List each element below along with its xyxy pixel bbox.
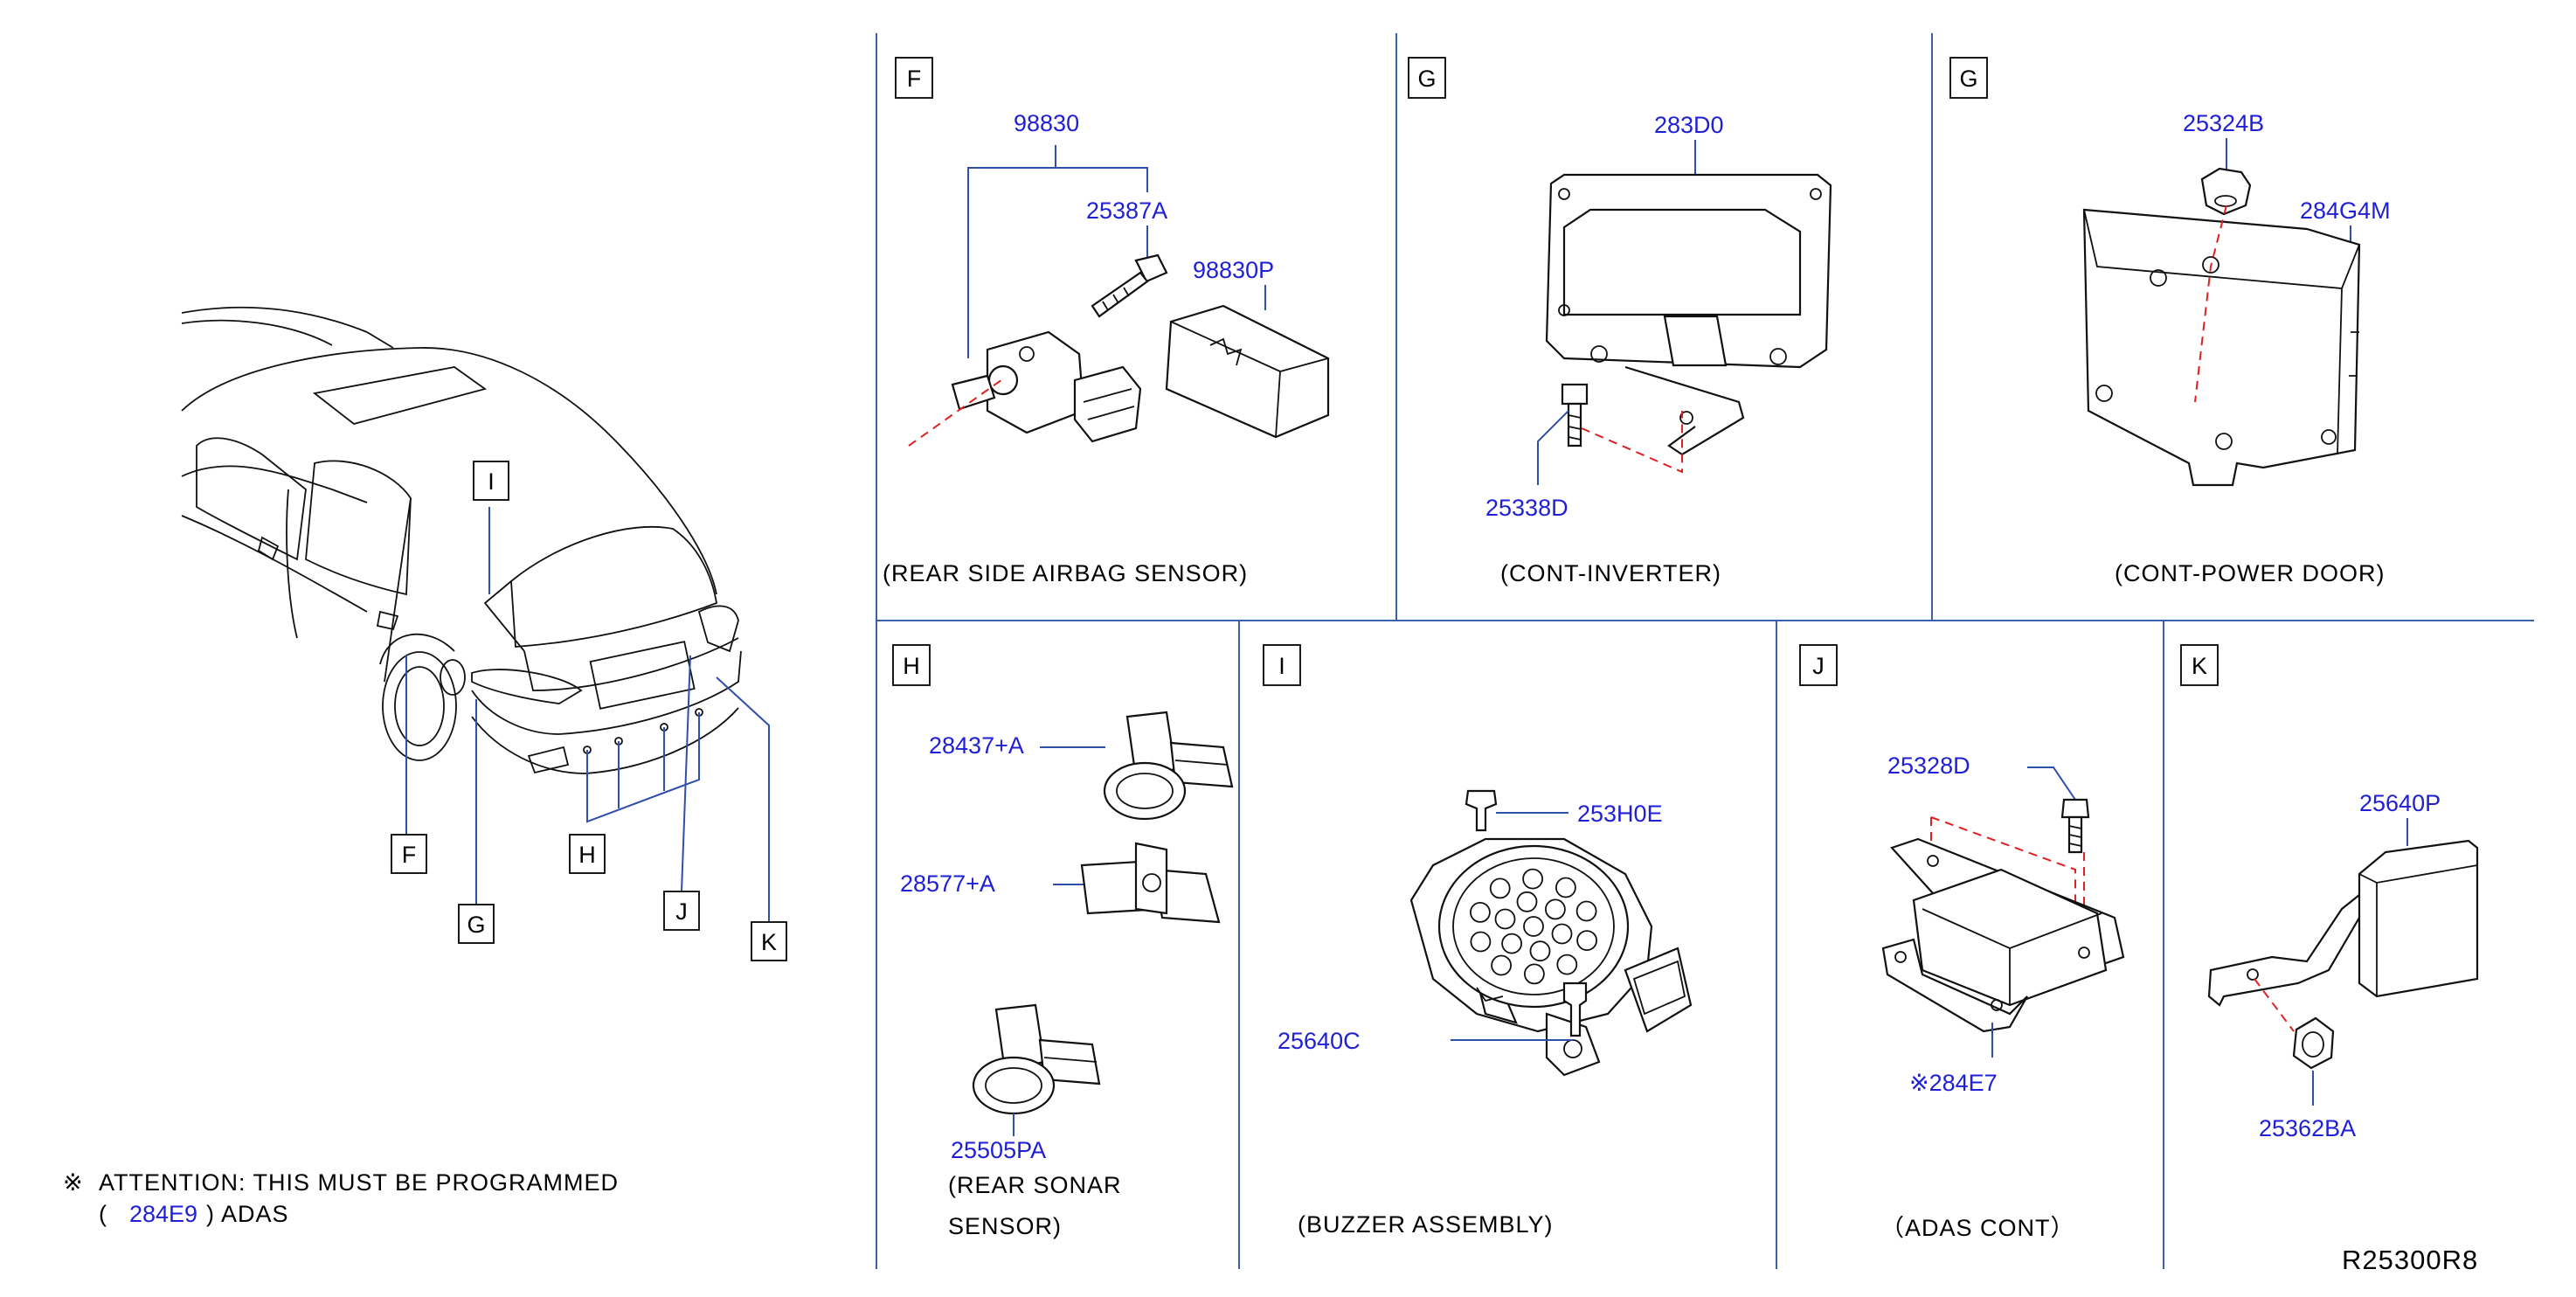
airbag-sensor-icon — [951, 330, 1142, 443]
panel-I-caption: (BUZZER ASSEMBLY) — [1298, 1211, 1554, 1238]
attention-mark: ※ — [63, 1169, 84, 1196]
part-98830P[interactable]: 98830P — [1193, 257, 1274, 283]
panel-F-letter: F — [907, 66, 922, 92]
attention-open: ( — [99, 1201, 107, 1227]
callout-J[interactable]: J — [663, 891, 700, 931]
attention-close: ) ADAS — [206, 1201, 289, 1227]
panel-G2: G 25324B 284G4M (CONT-POWER DOOR) — [1949, 57, 2391, 586]
grille-hole — [1522, 868, 1543, 890]
panel-H: H 28437+A 28577+A 25505PA (REAR SONA — [892, 644, 1234, 1239]
part-25387A[interactable]: 25387A — [1086, 198, 1167, 224]
grille-hole — [1524, 963, 1545, 985]
grille-hole — [1529, 940, 1551, 962]
panel-G1-caption: (CONT-INVERTER) — [1500, 560, 1721, 586]
power-door-module-icon — [2082, 208, 2361, 487]
grille-hole — [1489, 877, 1511, 899]
bolt-icon — [2060, 798, 2090, 854]
callout-H[interactable]: H — [569, 834, 606, 874]
svg-text:K: K — [761, 929, 777, 955]
sonar-sensor-icon — [972, 1003, 1101, 1115]
svg-text:G: G — [467, 912, 485, 938]
diagram-id: R25300R8 — [2342, 1245, 2478, 1275]
attention-line1: ATTENTION: THIS MUST BE PROGRAMMED — [99, 1169, 619, 1196]
grille-hole — [1576, 930, 1597, 951]
grille-hole — [1516, 891, 1538, 912]
callout-G[interactable]: G — [458, 904, 495, 944]
grille-hole — [1470, 931, 1492, 953]
inverter-module-icon — [1545, 173, 1832, 456]
part-25362BA[interactable]: 25362BA — [2259, 1115, 2356, 1141]
grille-hole — [1575, 900, 1597, 922]
grille-hole — [1523, 916, 1544, 937]
sonar-bracket-icon — [1080, 842, 1221, 924]
part-253H0E[interactable]: 253H0E — [1577, 801, 1663, 827]
callout-I[interactable]: I — [473, 461, 509, 501]
sonar-sensor-icon — [1103, 711, 1234, 821]
panel-grid — [876, 33, 2534, 1269]
part-25640P[interactable]: 25640P — [2359, 790, 2441, 816]
grille-hole — [1556, 954, 1578, 975]
panel-F-caption: (REAR SIDE AIRBAG SENSOR) — [883, 560, 1248, 586]
panel-I: I 253H0E 25640C (BUZZER ASSEMBLY) — [1263, 644, 1693, 1238]
buzzer-icon — [1409, 837, 1693, 1077]
part-25338D[interactable]: 25338D — [1485, 495, 1568, 521]
svg-text:F: F — [402, 842, 417, 868]
panel-I-letter: I — [1278, 653, 1285, 679]
nut-icon — [2200, 167, 2252, 216]
part-25324B[interactable]: 25324B — [2183, 110, 2264, 136]
part-25640C[interactable]: 25640C — [1278, 1028, 1361, 1054]
part-283D0[interactable]: 283D0 — [1654, 112, 1724, 138]
grille-hole — [1545, 898, 1566, 920]
panel-K-letter: K — [2192, 653, 2207, 679]
part-28577+A[interactable]: 28577+A — [900, 870, 995, 897]
panel-G2-letter: G — [1959, 66, 1977, 92]
panel-J: J 25328D ※284E7 （ADAS CONT） — [1799, 644, 2125, 1241]
attention-part-number[interactable]: 284E9 — [129, 1201, 197, 1227]
svg-text:H: H — [578, 842, 596, 868]
nut-icon — [2292, 1016, 2335, 1070]
part-284G4M[interactable]: 284G4M — [2300, 198, 2391, 224]
part-25328D[interactable]: 25328D — [1887, 753, 1970, 779]
vehicle-illustration — [181, 306, 770, 922]
grille-hole — [1470, 902, 1491, 923]
clip-icon — [1465, 789, 1498, 832]
panel-F: F 98830 25387A 98830P (REAR — [883, 57, 1330, 586]
attention-note: ※ ATTENTION: THIS MUST BE PROGRAMMED ( 2… — [63, 1169, 619, 1227]
grille-hole — [1555, 877, 1576, 898]
grille-hole — [1551, 923, 1573, 945]
part-25505PA[interactable]: 25505PA — [951, 1137, 1046, 1163]
part-98830[interactable]: 98830 — [1014, 110, 1079, 136]
panel-H-caption-1: (REAR SONAR — [948, 1172, 1122, 1198]
svg-text:J: J — [675, 898, 688, 925]
panel-G1-letter: G — [1417, 66, 1436, 92]
callout-F[interactable]: F — [391, 834, 427, 874]
panel-H-letter: H — [903, 653, 920, 679]
panel-K: K 25640P 25362BA — [2180, 644, 2479, 1141]
adas-controller-icon — [1881, 837, 2125, 1033]
bolt-icon — [1561, 383, 1589, 447]
bolt-icon — [1091, 253, 1168, 318]
svg-text:I: I — [488, 468, 495, 495]
sensor-cover-icon — [1165, 304, 1330, 439]
panel-H-caption-2: SENSOR) — [948, 1213, 1062, 1239]
panel-J-letter: J — [1812, 653, 1825, 679]
callout-K[interactable]: K — [751, 921, 787, 961]
grille-hole — [1491, 954, 1512, 976]
grille-hole — [1494, 908, 1516, 930]
panel-G2-caption: (CONT-POWER DOOR) — [2115, 560, 2385, 586]
sensor-bracket-icon — [2207, 839, 2479, 1007]
panel-J-caption: （ADAS CONT） — [1880, 1215, 2075, 1241]
part-284E7[interactable]: ※284E7 — [1909, 1070, 1998, 1096]
part-28437+A[interactable]: 28437+A — [929, 732, 1024, 759]
panel-G1: G 283D0 25338D (CONT-INVERTER) — [1408, 57, 1832, 586]
grille-hole — [1501, 933, 1522, 954]
buzzer-holes — [1470, 868, 1597, 985]
